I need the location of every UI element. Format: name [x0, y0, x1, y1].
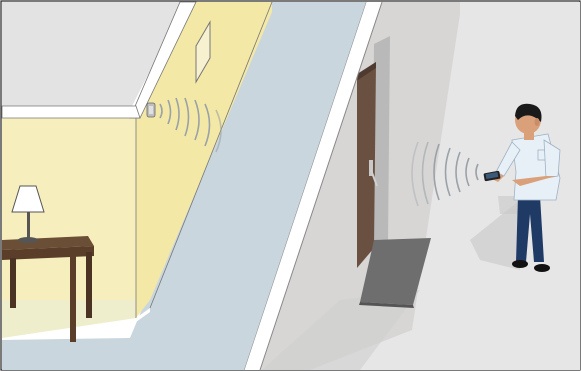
smart-lock-icon	[147, 103, 155, 117]
room-back-trim	[2, 106, 140, 118]
door	[357, 62, 376, 268]
room-back-wall	[2, 118, 136, 318]
